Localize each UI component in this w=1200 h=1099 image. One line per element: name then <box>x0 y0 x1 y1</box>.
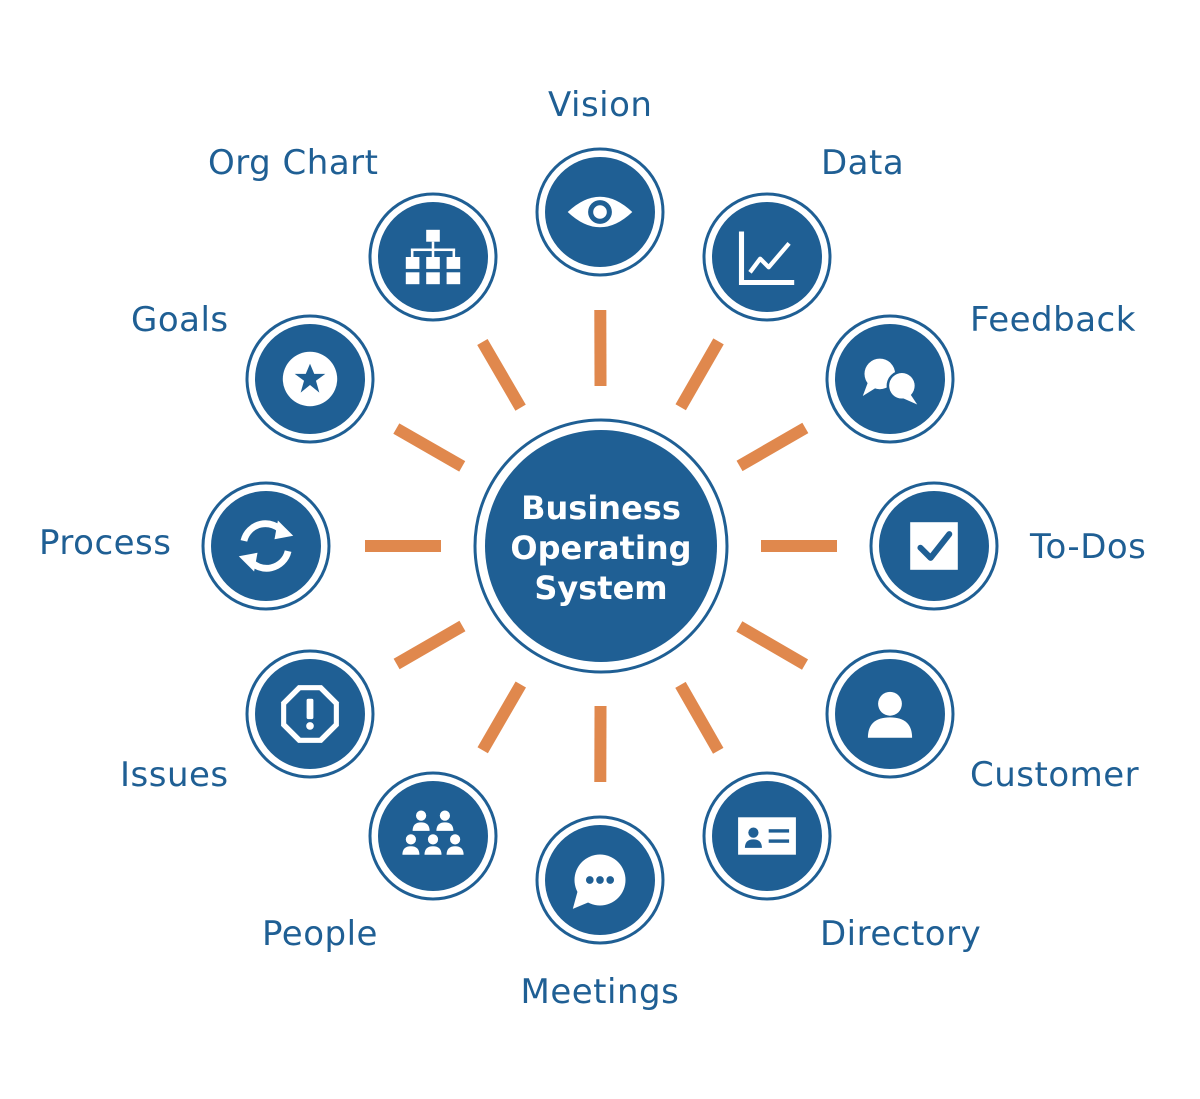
node-issues <box>247 651 373 777</box>
connector-feedback <box>740 428 806 466</box>
center-title-line-2: Operating <box>470 528 732 568</box>
node-org-chart <box>370 194 496 320</box>
checkbox-icon <box>910 522 958 570</box>
connector-goals <box>396 429 462 467</box>
node-data <box>704 194 830 320</box>
connector-org-chart <box>482 342 520 408</box>
node-todos <box>871 483 997 609</box>
label-data: Data <box>821 143 904 183</box>
node-customer <box>827 651 953 777</box>
center-title: Business Operating System <box>470 488 732 608</box>
label-customer: Customer <box>970 755 1139 795</box>
label-vision: Vision <box>548 85 652 125</box>
label-process: Process <box>39 523 171 563</box>
label-org-chart: Org Chart <box>208 143 378 183</box>
node-meetings <box>537 817 663 943</box>
connector-directory <box>680 685 718 751</box>
label-todos: To-Dos <box>1030 527 1146 567</box>
node-vision <box>537 149 663 275</box>
center-title-line-1: Business <box>470 488 732 528</box>
connector-issues <box>397 626 463 664</box>
label-goals: Goals <box>131 300 229 340</box>
alert-octagon-icon <box>281 685 339 743</box>
star-icon <box>283 352 337 406</box>
node-people <box>370 773 496 899</box>
label-people: People <box>262 914 378 954</box>
node-feedback <box>827 316 953 442</box>
label-directory: Directory <box>820 914 981 954</box>
node-directory <box>704 773 830 899</box>
connector-people <box>483 684 521 750</box>
connector-data <box>681 341 719 407</box>
node-process <box>203 483 329 609</box>
connector-customer <box>739 626 805 664</box>
node-goals <box>247 316 373 442</box>
label-issues: Issues <box>120 755 229 795</box>
label-meetings: Meetings <box>521 972 680 1012</box>
center-title-line-3: System <box>470 568 732 608</box>
id-card-icon <box>738 817 796 854</box>
label-feedback: Feedback <box>970 300 1136 340</box>
